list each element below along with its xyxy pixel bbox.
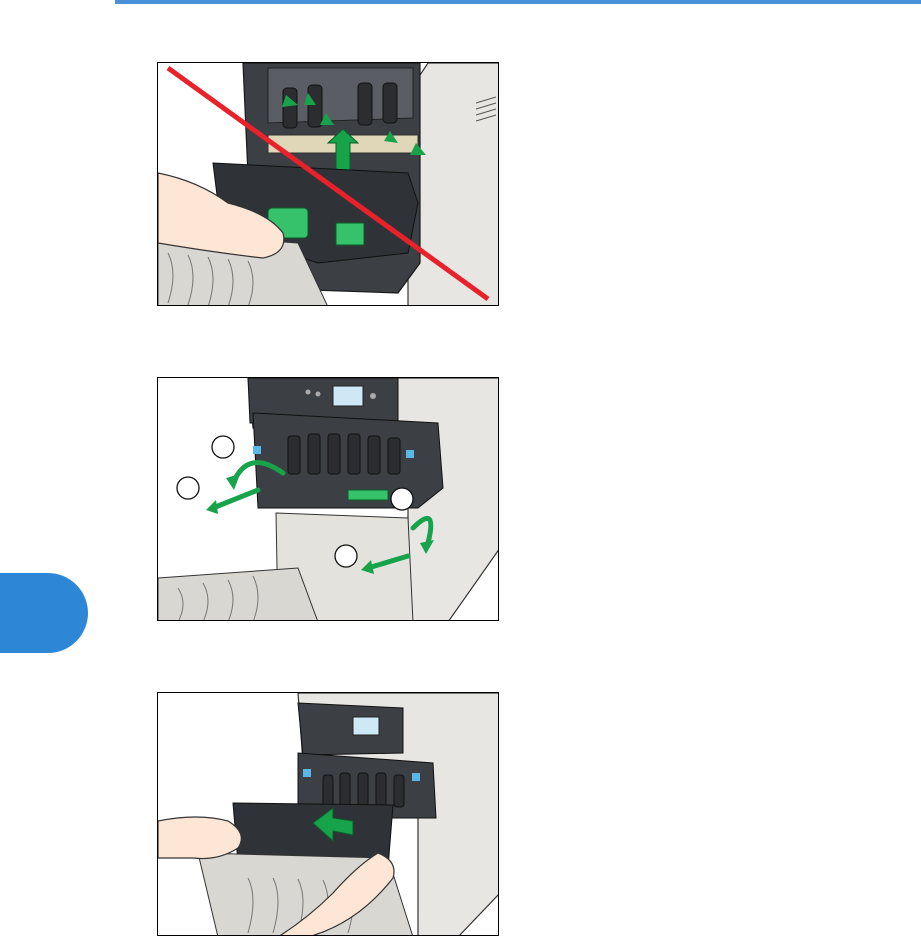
callout-marker (391, 488, 413, 510)
callout-marker (177, 477, 199, 499)
figure-release-levers (157, 377, 499, 621)
illustration-fig1 (158, 63, 499, 306)
illustration-fig3 (158, 693, 499, 936)
header-rule (115, 0, 921, 4)
callout-marker (335, 545, 357, 567)
chapter-tab (0, 573, 88, 653)
illustration-fig2 (158, 378, 499, 621)
figure-remove-fusing-unit-prohibited (157, 62, 499, 306)
figure-pull-out-unit (157, 692, 499, 936)
callout-marker (212, 436, 234, 458)
